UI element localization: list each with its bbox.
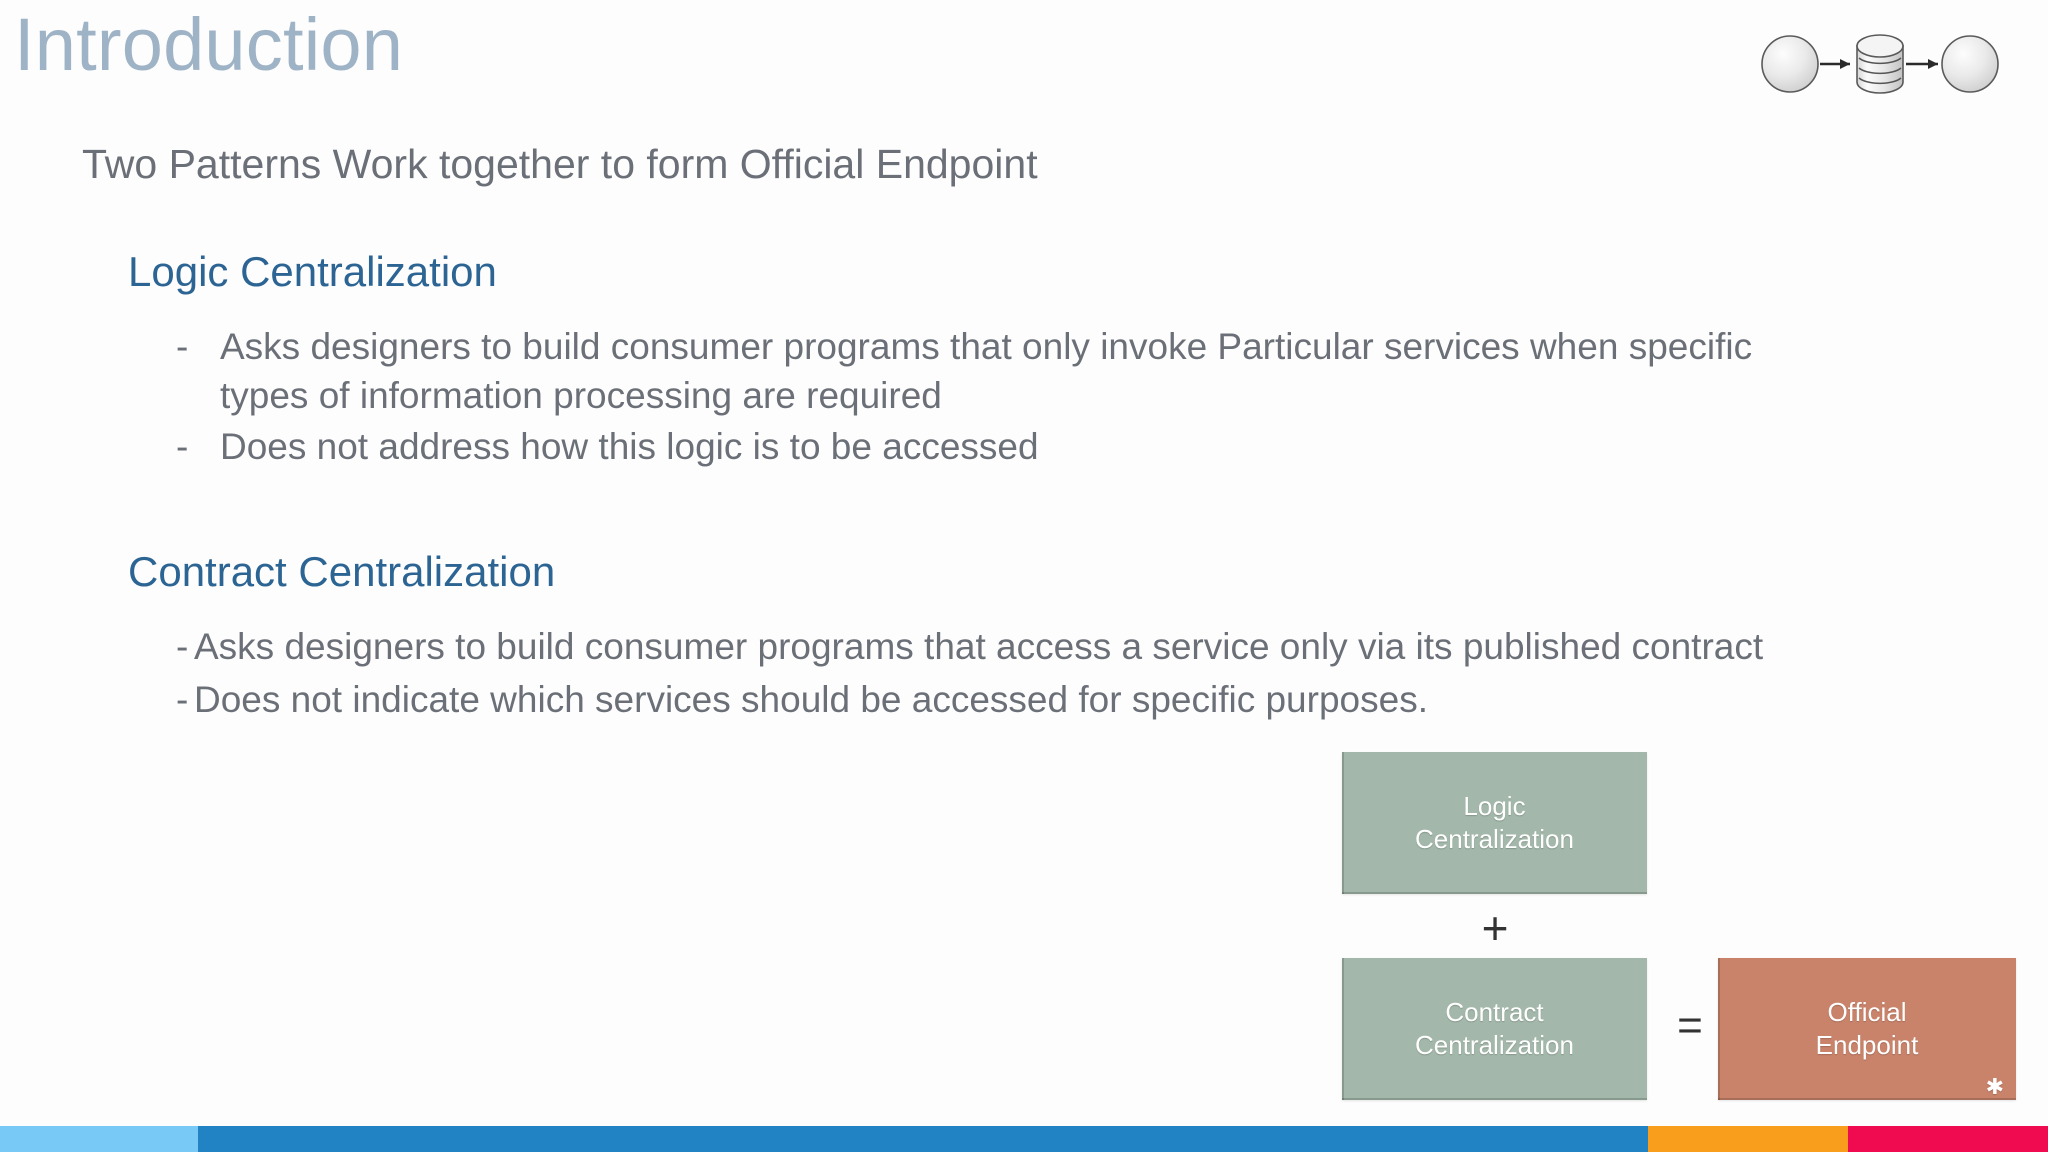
list-item: - Does not address how this logic is to …: [176, 422, 1816, 471]
equation-diagram: Logic Centralization + Contract Centrali…: [1330, 744, 2030, 1110]
list-item: - Asks designers to build consumer progr…: [176, 622, 1996, 671]
diagram-box-line-2: Endpoint: [1815, 1030, 1919, 1060]
diagram-box-line-2: Centralization: [1415, 1030, 1574, 1060]
bullet-marker: -: [176, 679, 189, 721]
diagram-box-line-1: Logic: [1463, 790, 1526, 821]
bullet-text: Asks designers to build consumer program…: [220, 326, 1753, 417]
accent-bar-segment-light-blue: [0, 1126, 198, 1152]
bullet-marker: -: [176, 626, 189, 667]
section-heading-logic-centralization: Logic Centralization: [128, 248, 497, 295]
bullet-marker: -: [176, 326, 189, 367]
bottom-accent-bar: [0, 1126, 2048, 1152]
list-item: - Asks designers to build consumer progr…: [176, 322, 1816, 420]
bullet-text: Does not indicate which services should …: [194, 679, 1428, 721]
accent-bar-segment-blue: [198, 1126, 1648, 1152]
bullet-marker: -: [176, 426, 189, 468]
accent-bar-segment-pink: [1848, 1126, 2048, 1152]
list-item: - Does not indicate which services shoul…: [176, 675, 1996, 724]
service-database-service-diagram-icon: [1760, 22, 2030, 106]
equals-operator: =: [1677, 1001, 1703, 1050]
bullet-text: Asks designers to build consumer program…: [194, 626, 1764, 667]
diagram-box-logic-centralization: Logic Centralization: [1342, 752, 1647, 894]
diagram-box-line-2: Centralization: [1415, 824, 1574, 854]
page-title: Introduction: [14, 3, 404, 86]
bullet-list-logic-centralization: - Asks designers to build consumer progr…: [176, 322, 1816, 474]
section-heading-contract-centralization: Contract Centralization: [128, 548, 556, 595]
slide-subtitle: Two Patterns Work together to form Offic…: [82, 141, 1038, 187]
plus-operator: +: [1481, 902, 1509, 954]
bullet-text: Does not address how this logic is to be…: [220, 426, 1039, 468]
asterisk-icon: ✱: [1985, 1074, 2004, 1099]
diagram-box-official-endpoint: Official Endpoint ✱: [1718, 958, 2016, 1100]
diagram-box-contract-centralization: Contract Centralization: [1342, 958, 1647, 1100]
accent-bar-segment-orange: [1648, 1126, 1848, 1152]
bullet-list-contract-centralization: - Asks designers to build consumer progr…: [176, 622, 1996, 728]
diagram-box-line-1: Contract: [1445, 996, 1544, 1027]
diagram-box-line-1: Official: [1827, 996, 1907, 1027]
